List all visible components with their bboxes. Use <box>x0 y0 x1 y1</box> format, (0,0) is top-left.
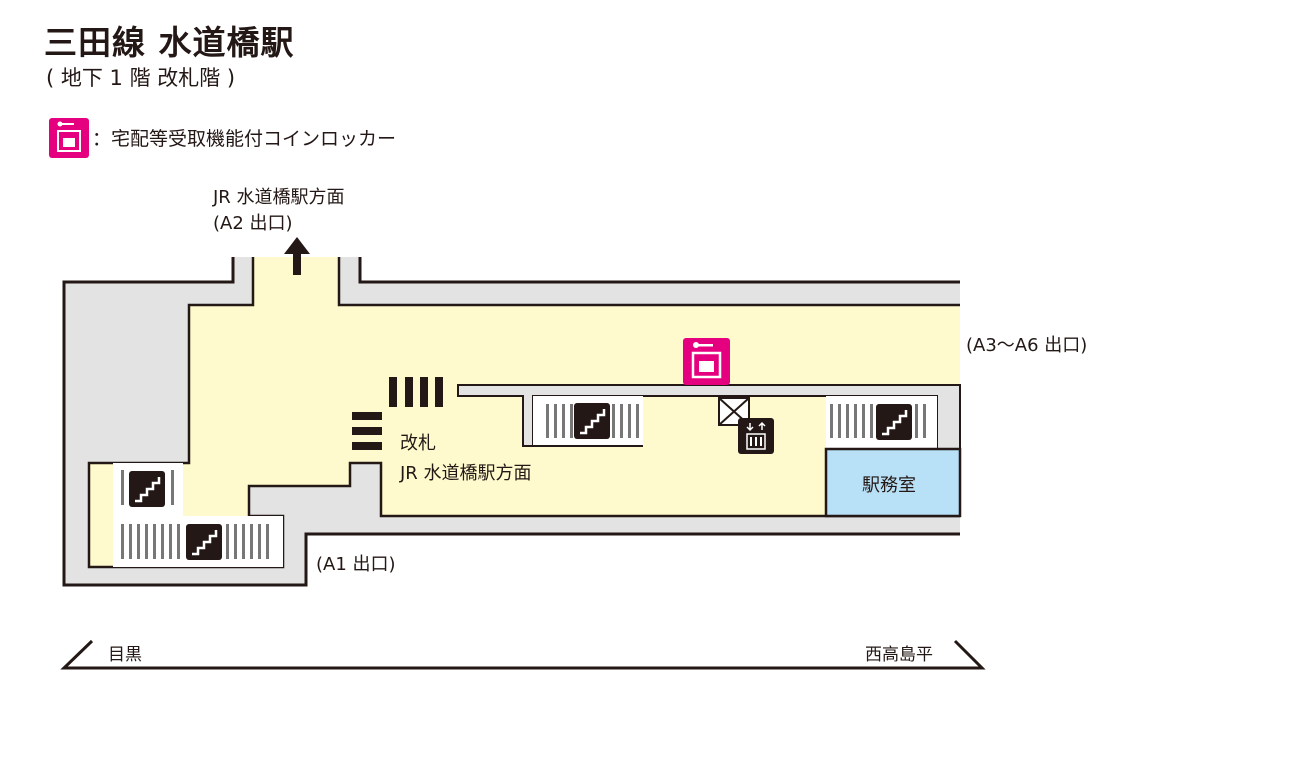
legend-locker-icon <box>49 118 89 158</box>
escalator-stripe <box>258 524 261 559</box>
station-office <box>824 447 962 518</box>
escalator-icon <box>574 403 610 439</box>
escalator-stripe <box>129 524 132 559</box>
escalator-stripe <box>266 524 269 559</box>
escalator-icon <box>186 524 222 560</box>
gate-direction-label: JR 水道橋駅方面 <box>400 463 532 484</box>
direction-nishitakashimadaira: 西高島平 <box>865 645 933 665</box>
escalator-stripe <box>145 524 148 559</box>
track-direction-line <box>60 639 986 670</box>
escalator-stripe <box>915 404 918 438</box>
station-office-label: 駅務室 <box>862 475 916 496</box>
coin-locker-icon[interactable] <box>683 338 730 385</box>
escalator-stripe <box>153 524 156 559</box>
escalator-stripe <box>242 524 245 559</box>
escalator-stripe <box>923 404 926 438</box>
escalator-stripe <box>846 404 849 438</box>
escalator-stripe <box>250 524 253 559</box>
escalator-stripe <box>169 524 172 559</box>
gate-label: 改札 <box>400 433 436 454</box>
escalator-stripe <box>854 404 857 438</box>
escalator-stripe <box>121 524 124 559</box>
escalator-stripe <box>226 524 229 559</box>
exit-a2-label: JR 水道橋駅方面 <box>213 187 345 208</box>
escalator-stripe <box>161 524 164 559</box>
escalator-stripe <box>171 470 174 505</box>
floor-subtitle: ( 地下 1 階 改札階 ) <box>46 66 236 90</box>
escalator-stripe <box>177 524 180 559</box>
exit-a3-a6-label: (A3〜A6 出口) <box>966 335 1088 356</box>
escalator-stripe <box>628 404 631 438</box>
escalator-stripe <box>234 524 237 559</box>
escalator-stripe <box>562 404 565 438</box>
escalator-stripe <box>570 404 573 438</box>
direction-meguro: 目黒 <box>108 645 142 665</box>
escalator-icon <box>876 404 912 440</box>
escalator-stripe <box>620 404 623 438</box>
escalator-stripe <box>546 404 549 438</box>
escalator-stripe <box>838 404 841 438</box>
escalator-stripe <box>862 404 865 438</box>
escalator-stripe <box>137 524 140 559</box>
escalator-stripe <box>612 404 615 438</box>
escalator-stripe <box>636 404 639 438</box>
page-title: 三田線 水道橋駅 <box>44 23 295 62</box>
escalator-stripe <box>870 404 873 438</box>
legend-text: ：宅配等受取機能付コインロッカー <box>92 128 397 150</box>
escalator-stripe <box>830 404 833 438</box>
exit-a2-arrow-icon <box>284 237 310 275</box>
ticket-gates <box>352 377 443 450</box>
escalator-icon <box>129 471 165 507</box>
escalator-stripe <box>554 404 557 438</box>
exit-a2-number: (A2 出口) <box>213 213 293 234</box>
elevator-shaft-icon <box>718 397 750 426</box>
elevator-icon <box>738 418 774 454</box>
exit-a1-label: (A1 出口) <box>316 554 396 575</box>
escalator-stripe <box>121 470 124 505</box>
